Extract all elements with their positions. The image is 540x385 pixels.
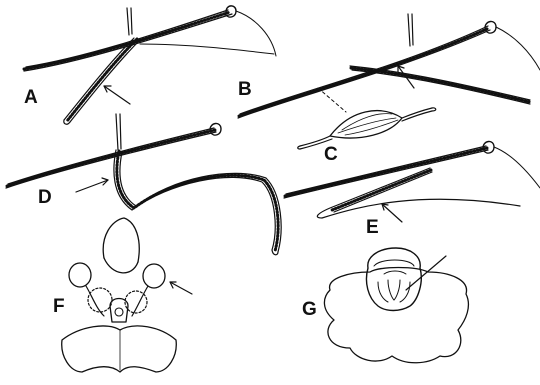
panel-d-drawing [6,114,281,255]
panel-label-g: G [302,300,317,319]
panel-e-drawing [284,141,540,222]
panel-label-e: E [366,218,379,237]
panel-label-f: F [53,297,65,316]
panel-label-b: B [238,80,252,99]
panel-b-drawing [238,14,540,118]
panel-c-drawing [298,108,436,149]
panel-f-drawing [62,218,192,372]
panel-label-d: D [38,188,52,207]
panel-label-c: C [324,145,338,164]
panel-g-drawing [324,248,468,363]
panel-a-drawing [24,6,276,124]
panel-label-a: A [24,88,38,107]
